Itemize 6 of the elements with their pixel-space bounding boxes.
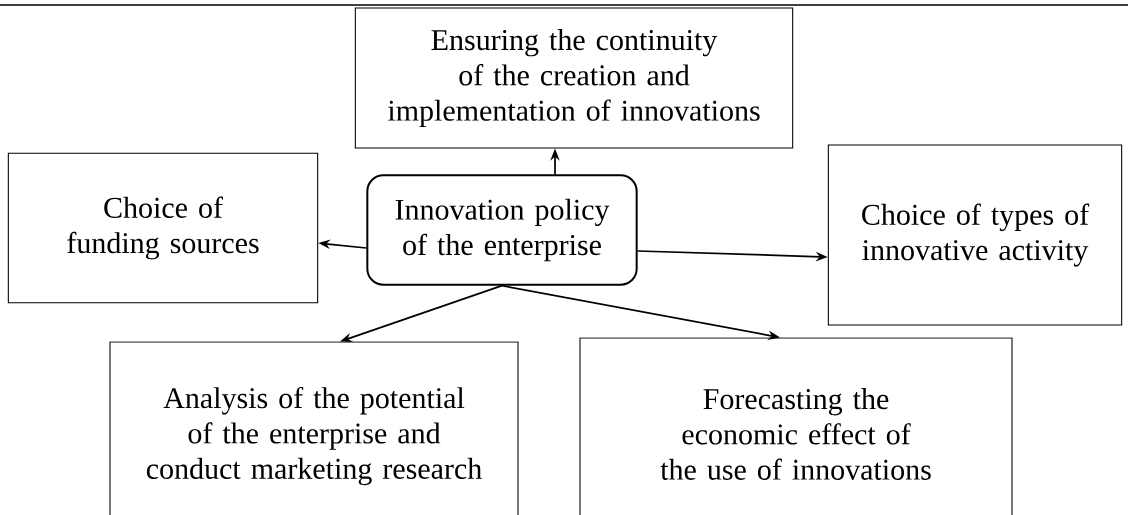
- goal-box: Analysis of the potential of the enterprise and conduct marketing research: [109, 341, 519, 515]
- policy-box: Innovation policy of the enterprise: [366, 174, 638, 286]
- goal-box: Ensuring the continuity of the creation and implementation of innovations: [354, 7, 794, 149]
- goal-box: Choice of types of innovative activity: [827, 144, 1123, 326]
- goal-box: Forecasting the economic effect of the use of innovations: [579, 337, 1013, 515]
- goal-box: Choice of funding sources: [7, 152, 319, 304]
